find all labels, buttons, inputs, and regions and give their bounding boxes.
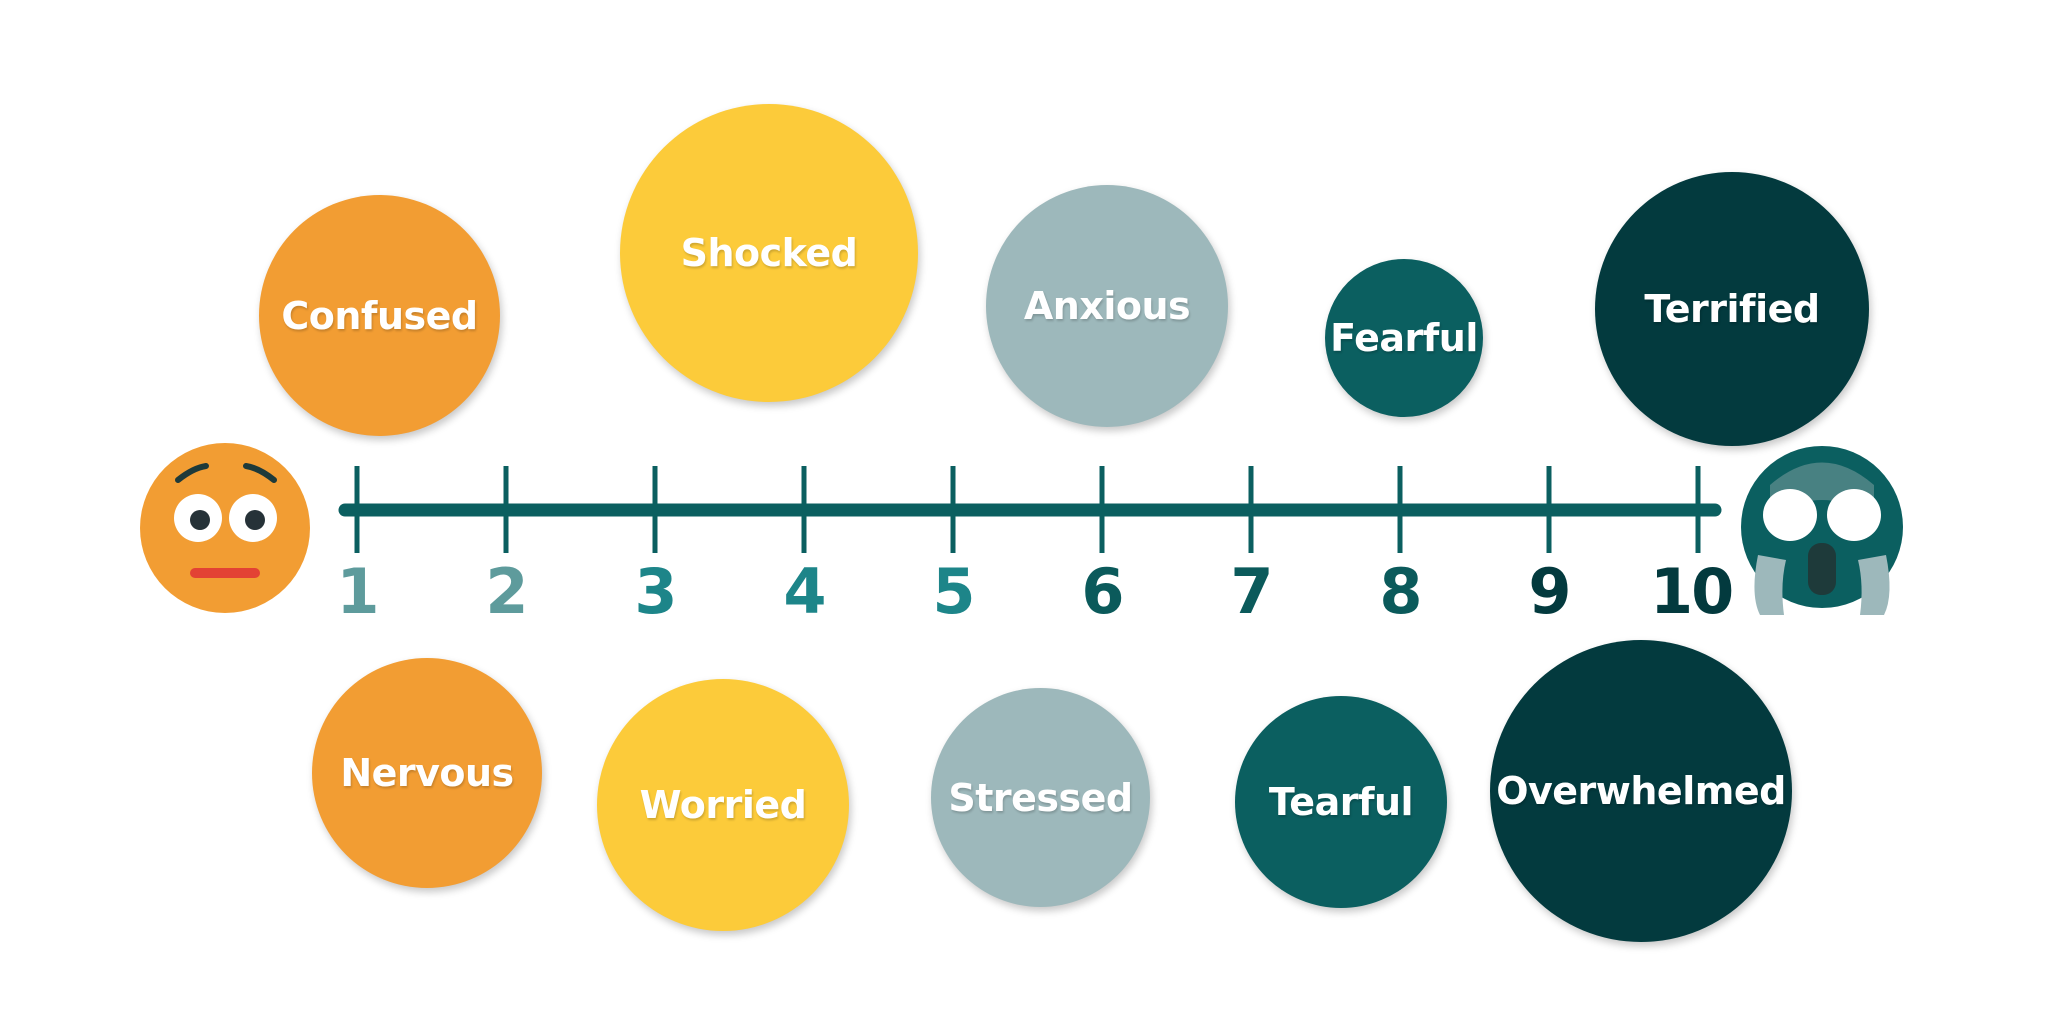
emotion-bubble-overwhelmed: Overwhelmed (1490, 640, 1792, 942)
emotion-bubble-stressed: Stressed (931, 688, 1150, 907)
scale-ticks (354, 466, 1701, 553)
emotion-label: Terrified (1644, 287, 1820, 331)
emotion-label: Nervous (340, 751, 514, 795)
emotion-bubble-confused: Confused (259, 195, 500, 436)
emotion-label: Stressed (948, 775, 1133, 820)
scale-number-5: 5 (932, 555, 975, 628)
emotion-bubble-shocked: Shocked (620, 104, 918, 402)
scale-number-9: 9 (1528, 555, 1571, 628)
scale-number-4: 4 (783, 555, 826, 628)
emotion-label: Overwhelmed (1496, 769, 1786, 813)
emotion-label: Tearful (1268, 780, 1414, 824)
emotion-bubble-terrified: Terrified (1595, 172, 1869, 446)
scale-number-2: 2 (485, 555, 528, 628)
emotion-bubble-nervous: Nervous (312, 658, 542, 888)
emotion-label: Shocked (680, 231, 858, 275)
scale-number-10: 10 (1650, 555, 1734, 628)
emotion-label: Fearful (1330, 316, 1478, 360)
scale-number-1: 1 (336, 555, 379, 628)
emotion-label: Worried (639, 783, 807, 827)
scale-number-6: 6 (1081, 555, 1124, 628)
scale-number-7: 7 (1230, 555, 1273, 628)
worried-face-icon (140, 443, 310, 613)
emotion-bubble-worried: Worried (597, 679, 849, 931)
scale-number-3: 3 (634, 555, 677, 628)
emotion-label: Confused (281, 293, 478, 338)
emotion-bubble-tearful: Tearful (1235, 696, 1447, 908)
emotion-bubble-anxious: Anxious (986, 185, 1228, 427)
scale-number-8: 8 (1379, 555, 1422, 628)
emotion-label: Anxious (1023, 284, 1191, 328)
emotion-bubble-fearful: Fearful (1325, 259, 1483, 417)
screaming-face-icon (1741, 446, 1903, 615)
